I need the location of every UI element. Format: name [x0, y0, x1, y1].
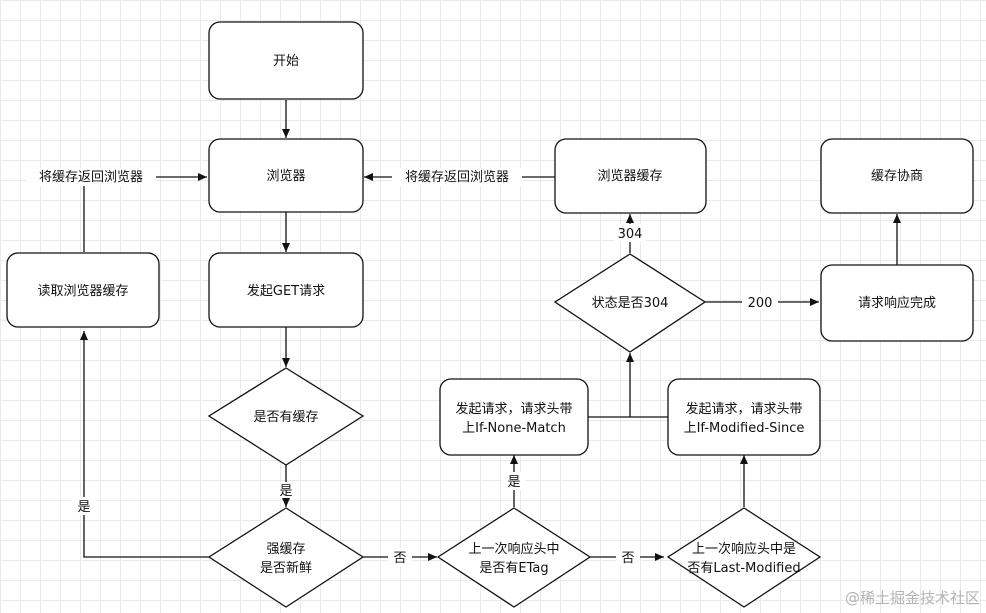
has-cache-label: 是否有缓存	[253, 410, 318, 425]
browser-label: 浏览器	[266, 168, 305, 184]
browser-cache-node	[554, 138, 707, 214]
has-cache-decision	[207, 367, 365, 466]
strong-cache-decision	[207, 507, 365, 608]
browser-node	[208, 138, 364, 213]
yes-fresh-label: 是	[77, 500, 90, 515]
request-done-label: 请求响应完成	[858, 295, 936, 311]
no-fresh-label: 否	[393, 551, 406, 566]
etag-label-2: 是否有ETag	[479, 561, 548, 576]
read-cache-label: 读取浏览器缓存	[37, 283, 128, 299]
if-modified-since-label-2: 上If-Modified-Since	[684, 421, 805, 436]
strong-cache-label-1: 强缓存	[266, 542, 305, 557]
lastmod-decision	[666, 507, 822, 608]
edge-strong-yes-to-readcache	[80, 331, 209, 558]
watermark: @稀土掘金技术社区	[845, 589, 980, 607]
if-modified-since-node	[667, 378, 821, 456]
get-request-node	[208, 252, 364, 328]
lastmod-label-2: 否有Last-Modified	[687, 561, 800, 576]
strong-cache-label-2: 是否新鲜	[260, 560, 312, 576]
return-cache-mid-label: 将缓存返回浏览器	[405, 169, 509, 185]
etag-decision	[436, 507, 592, 608]
no-etag-label: 否	[621, 551, 634, 566]
if-none-match-label-2: 上If-None-Match	[462, 421, 566, 436]
request-done-node	[820, 264, 974, 342]
code-200-label: 200	[748, 296, 773, 311]
status-304-label: 状态是否304	[592, 296, 669, 311]
edge-readcache-to-browser	[83, 173, 207, 252]
read-cache-node	[6, 252, 160, 328]
cache-negotiation-node	[820, 138, 974, 214]
start-label: 开始	[273, 54, 299, 69]
cache-negotiation-label: 缓存协商	[871, 169, 923, 184]
etag-label-1: 上一次响应头中	[468, 541, 559, 557]
lastmod-label-1: 上一次响应头中是	[692, 541, 796, 557]
yes-etag-label: 是	[507, 475, 520, 490]
if-none-match-node	[439, 378, 589, 456]
browser-cache-label: 浏览器缓存	[597, 168, 662, 184]
return-cache-left-label: 将缓存返回浏览器	[39, 169, 143, 185]
yes-has-cache-label: 是	[279, 484, 292, 499]
get-request-label: 发起GET请求	[247, 283, 325, 299]
status-304-decision	[553, 253, 707, 353]
if-modified-since-label-1: 发起请求，请求头带	[685, 401, 802, 417]
if-none-match-label-1: 发起请求，请求头带	[455, 401, 572, 417]
start-node	[208, 21, 364, 100]
code-304-label: 304	[618, 227, 643, 242]
